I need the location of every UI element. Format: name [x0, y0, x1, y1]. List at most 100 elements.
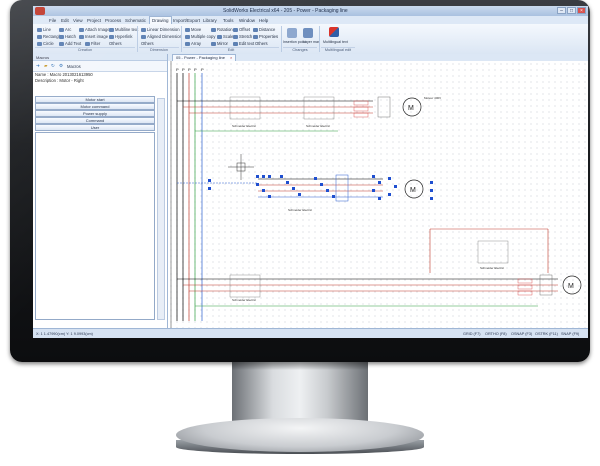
multiline-text-tool[interactable]: Multiline text — [109, 27, 138, 32]
ribbon: Line Arc Attach Image Multiline text Rec… — [33, 24, 588, 55]
circle-tool[interactable]: Circle — [37, 41, 54, 46]
ortho-toggle[interactable]: ORTHO (F8) — [485, 332, 507, 336]
move-icon — [185, 27, 190, 32]
motor-start-button[interactable]: Motor start — [35, 96, 155, 103]
macros-toolbar: ➜ ▰ ↻ ⚙ Macros — [33, 61, 167, 72]
monitor-stand-base — [176, 418, 424, 452]
linear-dimension-tool[interactable]: Linear Dimension — [141, 27, 180, 32]
attach-image-tool[interactable]: Attach Image — [79, 27, 110, 32]
hatch-icon — [59, 34, 64, 39]
motor-command-button[interactable]: Motor command — [35, 103, 155, 110]
menu-edit[interactable]: Edit — [61, 17, 69, 23]
insertion-point-icon[interactable] — [287, 28, 297, 38]
arc-icon — [59, 27, 64, 32]
svg-text:Schneider Electric: Schneider Electric — [288, 208, 313, 212]
power-supply-button[interactable]: Power supply — [35, 110, 155, 117]
menu-file[interactable]: File — [49, 17, 57, 23]
mirror-icon — [211, 41, 216, 46]
multiple-copy-tool[interactable]: Multiple copy — [185, 34, 215, 39]
menu-view[interactable]: View — [73, 17, 83, 23]
menu-process[interactable]: Process — [105, 17, 122, 23]
schematic-drawing: P P P P P Schneider Electric — [170, 61, 582, 328]
rotation-tool[interactable]: Rotation — [211, 27, 233, 32]
rectangle-tool[interactable]: Rectangle — [37, 34, 62, 39]
status-bar: X: 1 1.47990(cm) Y: 1 9.0993(cm) GRID (F… — [33, 328, 588, 338]
window-title: SolidWorks Electrical x64 - 205 - Power … — [223, 8, 348, 14]
maximize-button[interactable]: □ — [567, 7, 576, 14]
app-logo-icon[interactable] — [35, 7, 45, 15]
user-button[interactable]: User — [35, 124, 155, 131]
aligned-dimension-icon — [141, 34, 146, 39]
edit-others-dropdown[interactable]: Others — [255, 41, 268, 46]
menu-schematic[interactable]: Schematic — [125, 17, 147, 23]
move-tool[interactable]: Move — [185, 27, 201, 32]
grid-toggle[interactable]: GRID (F7) — [463, 332, 481, 336]
osnap-toggle[interactable]: OSNAP (F3) — [511, 332, 533, 336]
bus-label: P — [194, 67, 197, 72]
line-tool[interactable]: Line — [37, 27, 51, 32]
menu-import-export[interactable]: Import/Export — [173, 17, 201, 23]
aligned-dimension-tool[interactable]: Aligned Dimension — [141, 34, 182, 39]
ostrk-toggle[interactable]: OSTRK (F11) — [535, 332, 558, 336]
array-tool[interactable]: Array — [185, 41, 201, 46]
group-label-creation: Creation — [35, 47, 135, 54]
distance-tool[interactable]: Distance — [253, 27, 275, 32]
bus-label: P — [188, 67, 191, 72]
refresh-icon[interactable]: ↻ — [51, 63, 55, 68]
panel-scrollbar[interactable] — [157, 98, 165, 320]
multiple-copy-icon — [185, 34, 190, 39]
insert-image-icon — [79, 34, 84, 39]
filter-tool[interactable]: Filter — [85, 41, 100, 46]
schematic-canvas[interactable]: P P P P P Schneider Electric — [168, 61, 588, 328]
insert-image-tool[interactable]: Insert image — [79, 34, 108, 39]
settings-icon[interactable]: ⚙ — [59, 63, 64, 68]
menu-library[interactable]: Library — [203, 17, 217, 23]
document-tab[interactable]: 05 - Power - Packaging line × — [172, 54, 237, 61]
properties-tool[interactable]: Properties — [253, 34, 278, 39]
line-icon — [37, 27, 42, 32]
filter-icon — [85, 41, 90, 46]
properties-icon — [253, 34, 258, 39]
close-button[interactable]: × — [577, 7, 586, 14]
scale-tool[interactable]: Scale — [217, 34, 233, 39]
edit-text-tool[interactable]: Edit text — [233, 41, 254, 46]
close-tab-icon[interactable]: × — [230, 55, 233, 60]
snap-toggle[interactable]: SNAP (F9) — [561, 332, 580, 336]
minimize-button[interactable]: – — [557, 7, 566, 14]
stretch-icon — [233, 34, 238, 39]
menu-project[interactable]: Project — [87, 17, 102, 23]
distance-icon — [253, 27, 258, 32]
svg-text:M: M — [568, 283, 574, 290]
app-screen: SolidWorks Electrical x64 - 205 - Power … — [33, 6, 588, 338]
bus-label: P — [176, 67, 179, 72]
mirror-tool[interactable]: Mirror — [211, 41, 228, 46]
dimension-others-dropdown[interactable]: Others — [141, 41, 154, 46]
crosshair-cursor — [228, 154, 254, 180]
stand-shadow — [232, 362, 368, 370]
motor-circuit-2-selected: M Schneider Electric — [177, 174, 433, 212]
macro-preview-area[interactable] — [35, 132, 155, 320]
stretch-tool[interactable]: Stretch — [233, 34, 252, 39]
menu-window[interactable]: Window — [239, 17, 256, 23]
hyperlink-tool[interactable]: Hyperlink — [109, 34, 132, 39]
back-icon[interactable]: ➜ — [36, 63, 40, 68]
array-icon — [185, 41, 190, 46]
scale-icon — [217, 34, 222, 39]
edit-text-icon — [233, 41, 238, 46]
creation-others-dropdown[interactable]: Others — [109, 41, 122, 46]
ribbon-separator — [281, 26, 282, 52]
menu-help[interactable]: Help — [259, 17, 269, 23]
add-text-tool[interactable]: Add Text — [59, 41, 81, 46]
multilingual-text-icon[interactable] — [329, 27, 339, 37]
command-button[interactable]: Command — [35, 117, 155, 124]
arc-tool[interactable]: Arc — [59, 27, 71, 32]
menu-drawing[interactable]: Drawing — [149, 16, 172, 24]
folder-icon[interactable]: ▰ — [44, 63, 48, 68]
insertion-point-label: Insertion point — [283, 40, 306, 44]
menu-tools[interactable]: Tools — [223, 17, 234, 23]
layer-manager-icon[interactable] — [303, 28, 313, 38]
offset-tool[interactable]: Offset — [233, 27, 250, 32]
hatch-tool[interactable]: Hatch — [59, 34, 76, 39]
group-label-edit: Edit — [183, 47, 279, 54]
bus-label: P — [201, 67, 204, 72]
